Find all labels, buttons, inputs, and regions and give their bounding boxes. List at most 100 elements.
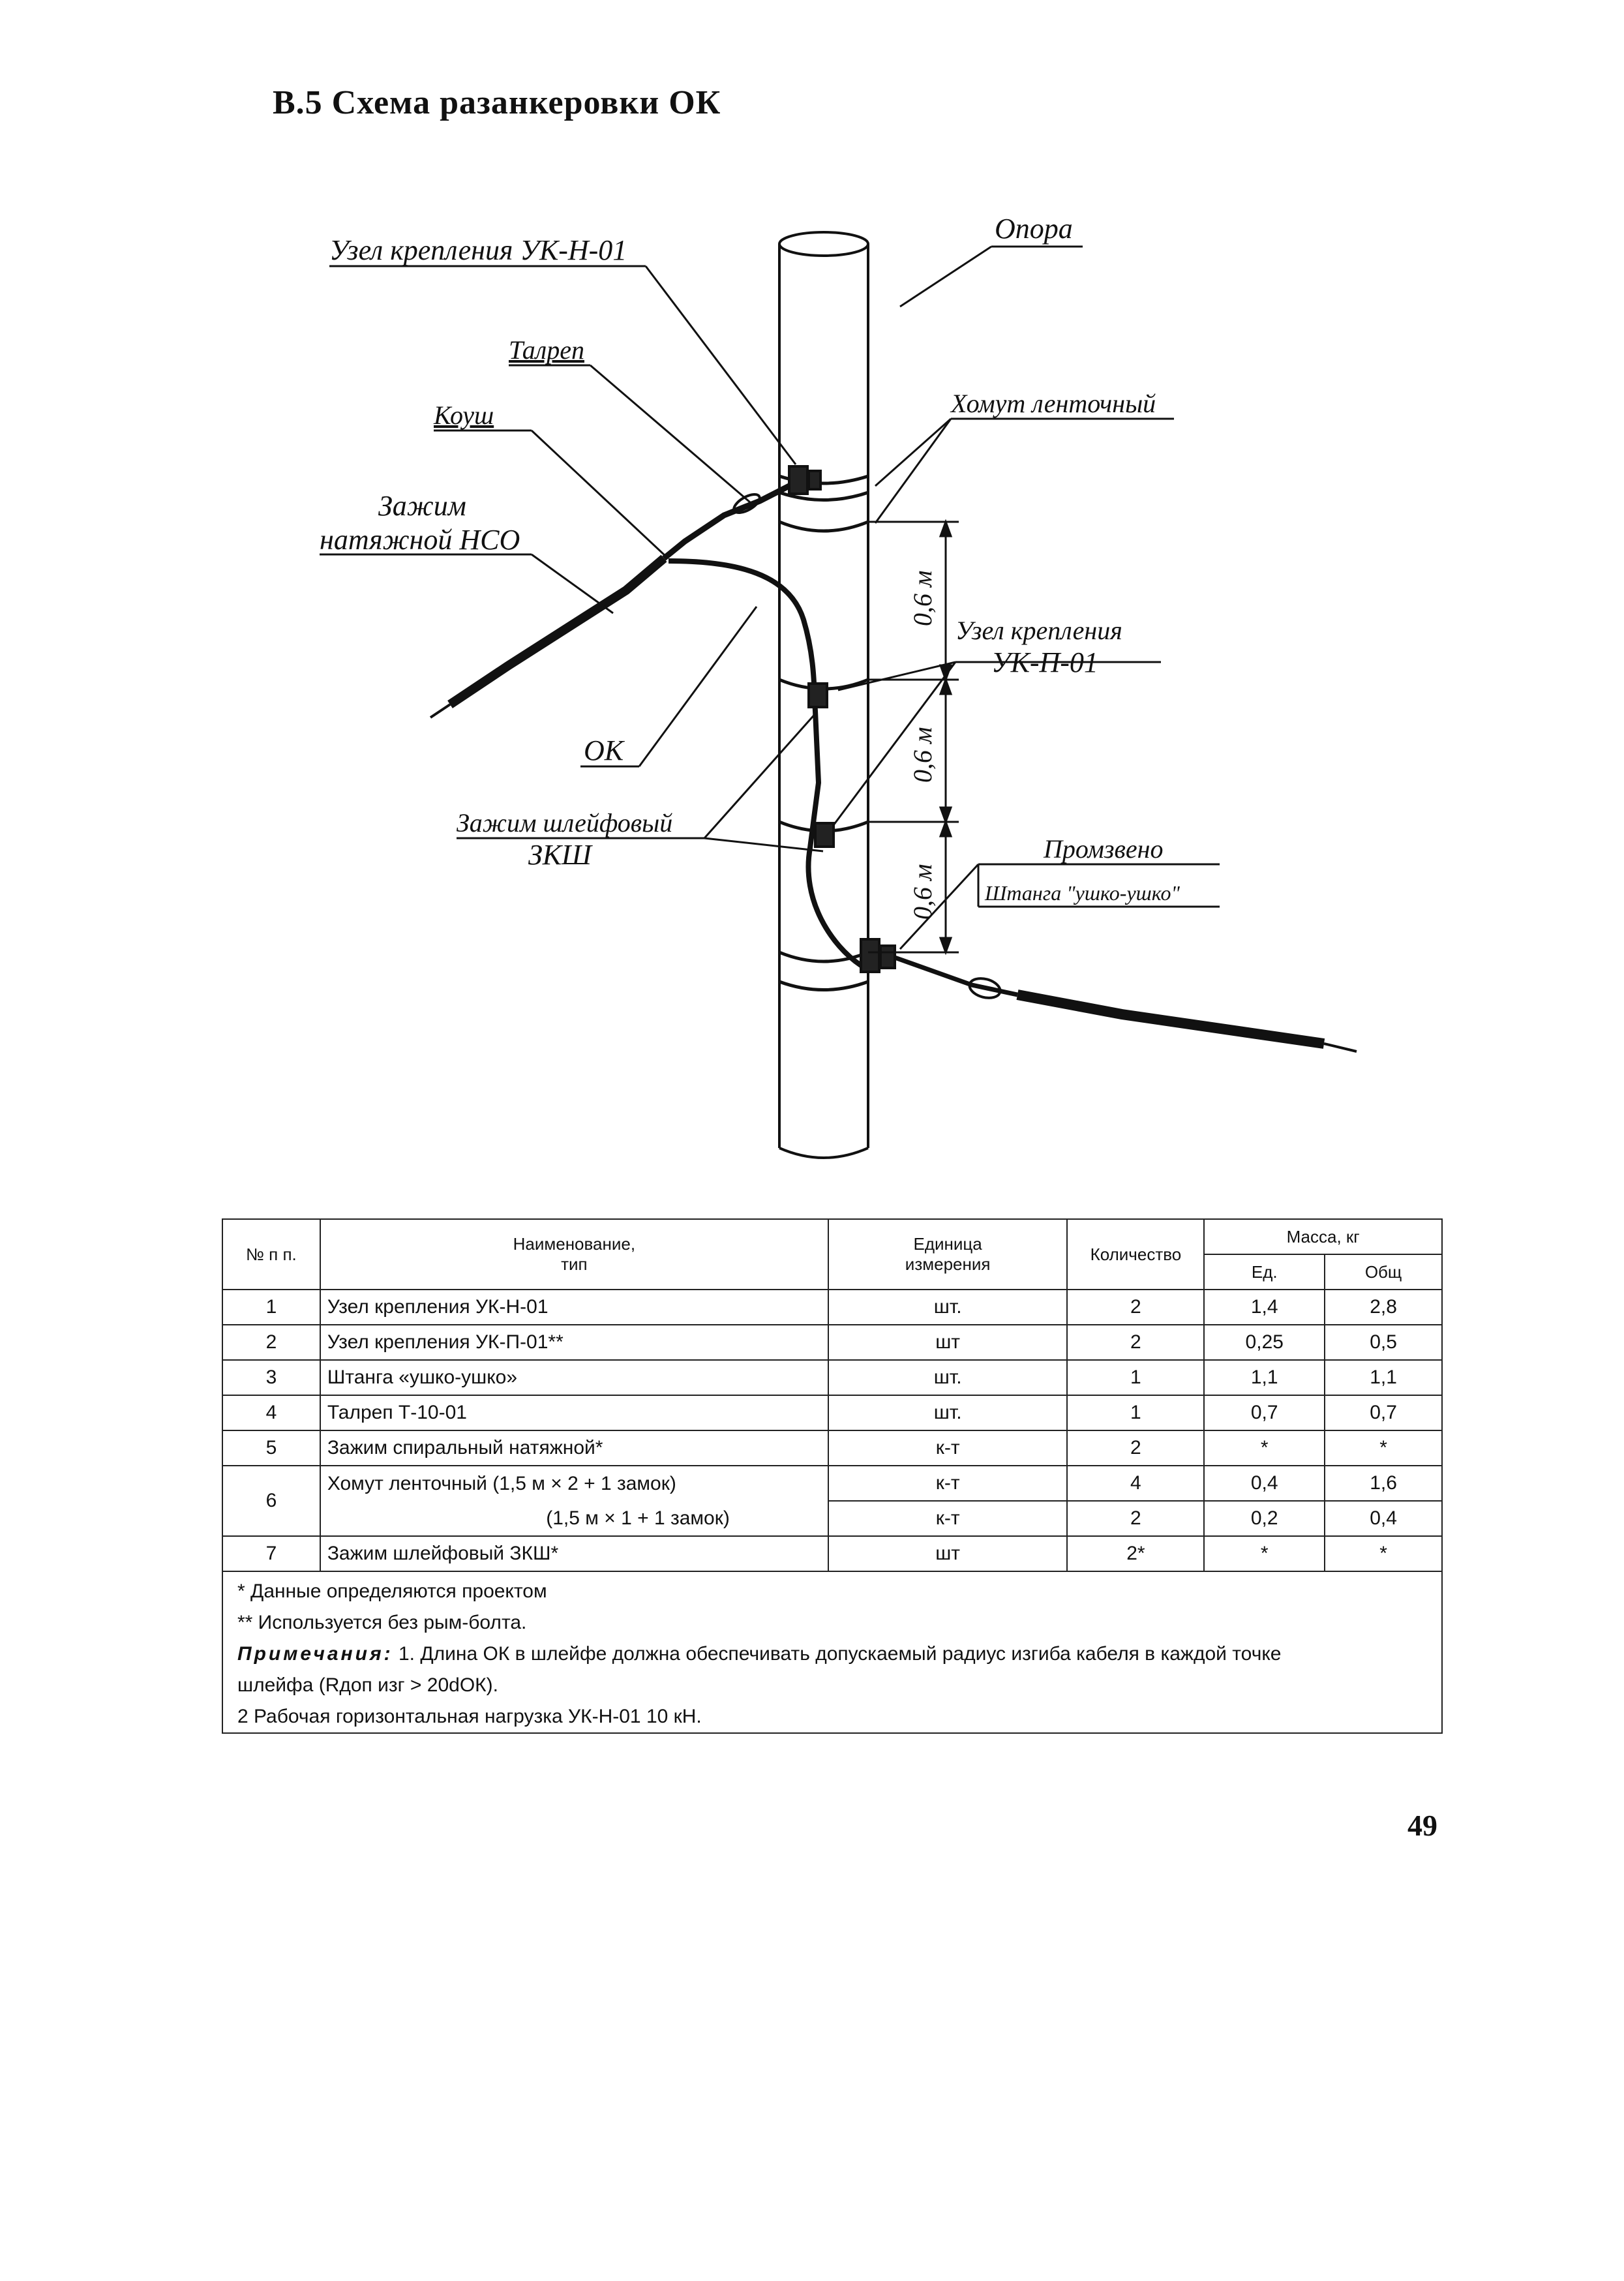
cell-qty: 1 (1066, 1395, 1205, 1431)
cell-mass-unit: * (1203, 1535, 1326, 1572)
label-ok: ОК (584, 734, 625, 766)
label-zksh-2: ЗКШ (528, 839, 593, 871)
cell-mass-total: 0,4 (1324, 1500, 1443, 1537)
header-name: Наименование,тип (319, 1218, 829, 1290)
leader-lines (320, 245, 1220, 950)
table-row: 7 Зажим шлейфовый ЗКШ* шт 2* * * (222, 1535, 1443, 1572)
upper-anchor-node (788, 465, 822, 495)
cell-num: 7 (222, 1535, 321, 1572)
table-row: (1,5 м × 1 + 1 замок) к-т 2 0,2 0,4 (222, 1500, 1443, 1537)
label-dim-1: 0,6 м (908, 570, 937, 626)
cell-num: 2 (222, 1324, 321, 1361)
cell-mass-total: 1,1 (1324, 1359, 1443, 1396)
cell-unit: шт (827, 1535, 1068, 1572)
cell-name: Хомут ленточный (1,5 м × 2 + 1 замок) (319, 1465, 829, 1501)
label-promzveno: Промзвено (1043, 834, 1163, 864)
label-dim-2: 0,6 м (908, 727, 937, 783)
cell-mass-unit: 0,2 (1203, 1500, 1326, 1537)
cell-name: Штанга «ушко-ушко» (319, 1359, 829, 1396)
cable-anchoring-diagram: Узел крепления УК-Н-01 Опора Талреп Коуш… (320, 213, 1357, 1159)
note-row: Примечания: 1. Длина ОК в шлейфе должна … (222, 1639, 1443, 1670)
cell-num: 4 (222, 1395, 321, 1431)
turnbuckle (662, 483, 791, 561)
cell-unit: шт (827, 1324, 1068, 1361)
cell-num: 1 (222, 1289, 321, 1325)
dimension-line (868, 519, 959, 956)
table-row: 5 Зажим спиральный натяжной* к-т 2 * * (222, 1430, 1443, 1466)
label-uk-p-2: УК-П-01 (991, 646, 1098, 678)
cell-qty: 4 (1066, 1465, 1205, 1502)
note-3: Примечания: 1. Длина ОК в шлейфе должна … (222, 1639, 1443, 1670)
label-zazhim-1: Зажим (378, 490, 466, 522)
note-4: шлейфа (Rдоп изг > 20dОК). (222, 1670, 1443, 1701)
label-talrep: Талреп (509, 335, 584, 365)
cell-name: Зажим шлейфовый ЗКШ* (319, 1535, 829, 1572)
cell-num: 6 (222, 1465, 321, 1537)
cell-num: 3 (222, 1359, 321, 1396)
label-uk-p-1: Узел крепления (955, 616, 1122, 645)
note-row: ** Используется без рым-болта. (222, 1607, 1443, 1639)
cell-mass-total: 0,7 (1324, 1395, 1443, 1431)
cell-mass-total: * (1324, 1535, 1443, 1572)
cell-unit: шт. (827, 1359, 1068, 1396)
label-khomut: Хомут ленточный (950, 389, 1156, 418)
optical-cable-loop (668, 558, 863, 968)
header-qty: Количество (1066, 1218, 1205, 1290)
link-rod-and-tension-clamp-right (894, 955, 1357, 1053)
cell-unit: шт. (827, 1289, 1068, 1325)
cell-mass-total: 1,6 (1324, 1465, 1443, 1502)
tension-clamp-left (429, 554, 667, 719)
cell-unit: к-т (827, 1500, 1068, 1537)
label-opora: Опора (995, 213, 1073, 245)
cell-qty: 2 (1066, 1289, 1205, 1325)
label-zksh-1: Зажим шлейфовый (457, 808, 672, 838)
table-row: 1 Узел крепления УК-Н-01 шт. 2 1,4 2,8 (222, 1289, 1443, 1325)
lower-anchor-node (860, 938, 896, 973)
table-row: 4 Талреп Т-10-01 шт. 1 0,7 0,7 (222, 1395, 1443, 1431)
header-mass: Масса, кг (1203, 1218, 1443, 1255)
note-row: * Данные определяются проектом (222, 1571, 1443, 1607)
cell-mass-unit: 1,1 (1203, 1359, 1326, 1396)
cell-name: Узел крепления УК-Н-01 (319, 1289, 829, 1325)
label-kousch: Коуш (433, 400, 494, 430)
cell-qty: 1 (1066, 1359, 1205, 1396)
cell-qty: 2 (1066, 1430, 1205, 1466)
cell-mass-unit: * (1203, 1430, 1326, 1466)
cell-qty: 2 (1066, 1324, 1205, 1361)
header-num: № п п. (222, 1218, 321, 1290)
cell-mass-total: 2,8 (1324, 1289, 1443, 1325)
table-row: 2 Узел крепления УК-П-01** шт 2 0,25 0,5 (222, 1324, 1443, 1361)
cell-unit: к-т (827, 1430, 1068, 1466)
pole (778, 231, 869, 1159)
cell-mass-unit: 0,7 (1203, 1395, 1326, 1431)
header-mass-total: Общ (1324, 1254, 1443, 1290)
cell-name: Зажим спиральный натяжной* (319, 1430, 829, 1466)
cell-name: Узел крепления УК-П-01** (319, 1324, 829, 1361)
header-row-2: Ед. Общ (222, 1254, 1443, 1290)
label-dim-3: 0,6 м (908, 864, 937, 920)
cell-mass-unit: 0,25 (1203, 1324, 1326, 1361)
cell-unit: шт. (827, 1395, 1068, 1431)
cell-mass-unit: 1,4 (1203, 1289, 1326, 1325)
cell-mass-unit: 0,4 (1203, 1465, 1326, 1502)
band-clamps (779, 474, 869, 991)
cell-mass-total: 0,5 (1324, 1324, 1443, 1361)
note-1: * Данные определяются проектом (222, 1571, 1443, 1607)
page-number: 49 (1407, 1809, 1437, 1842)
table-row: 3 Штанга «ушко-ушко» шт. 1 1,1 1,1 (222, 1359, 1443, 1396)
cell-mass-total: * (1324, 1430, 1443, 1466)
cell-num: 5 (222, 1430, 321, 1466)
note-2: ** Используется без рым-болта. (222, 1607, 1443, 1639)
label-uk-n-01: Узел крепления УК-Н-01 (329, 234, 627, 266)
cell-qty: 2* (1066, 1535, 1205, 1572)
note-5: 2 Рабочая горизонтальная нагрузка УК-Н-0… (222, 1701, 1443, 1734)
cell-qty: 2 (1066, 1500, 1205, 1537)
page-title: В.5 Схема разанкеровки ОК (273, 84, 721, 121)
label-shtanga: Штанга "ушко-ушко" (984, 881, 1180, 905)
cell-name: (1,5 м × 1 + 1 замок) (319, 1501, 829, 1537)
intermediate-nodes (807, 682, 835, 848)
table-row: 6 Хомут ленточный (1,5 м × 2 + 1 замок) … (222, 1465, 1443, 1537)
